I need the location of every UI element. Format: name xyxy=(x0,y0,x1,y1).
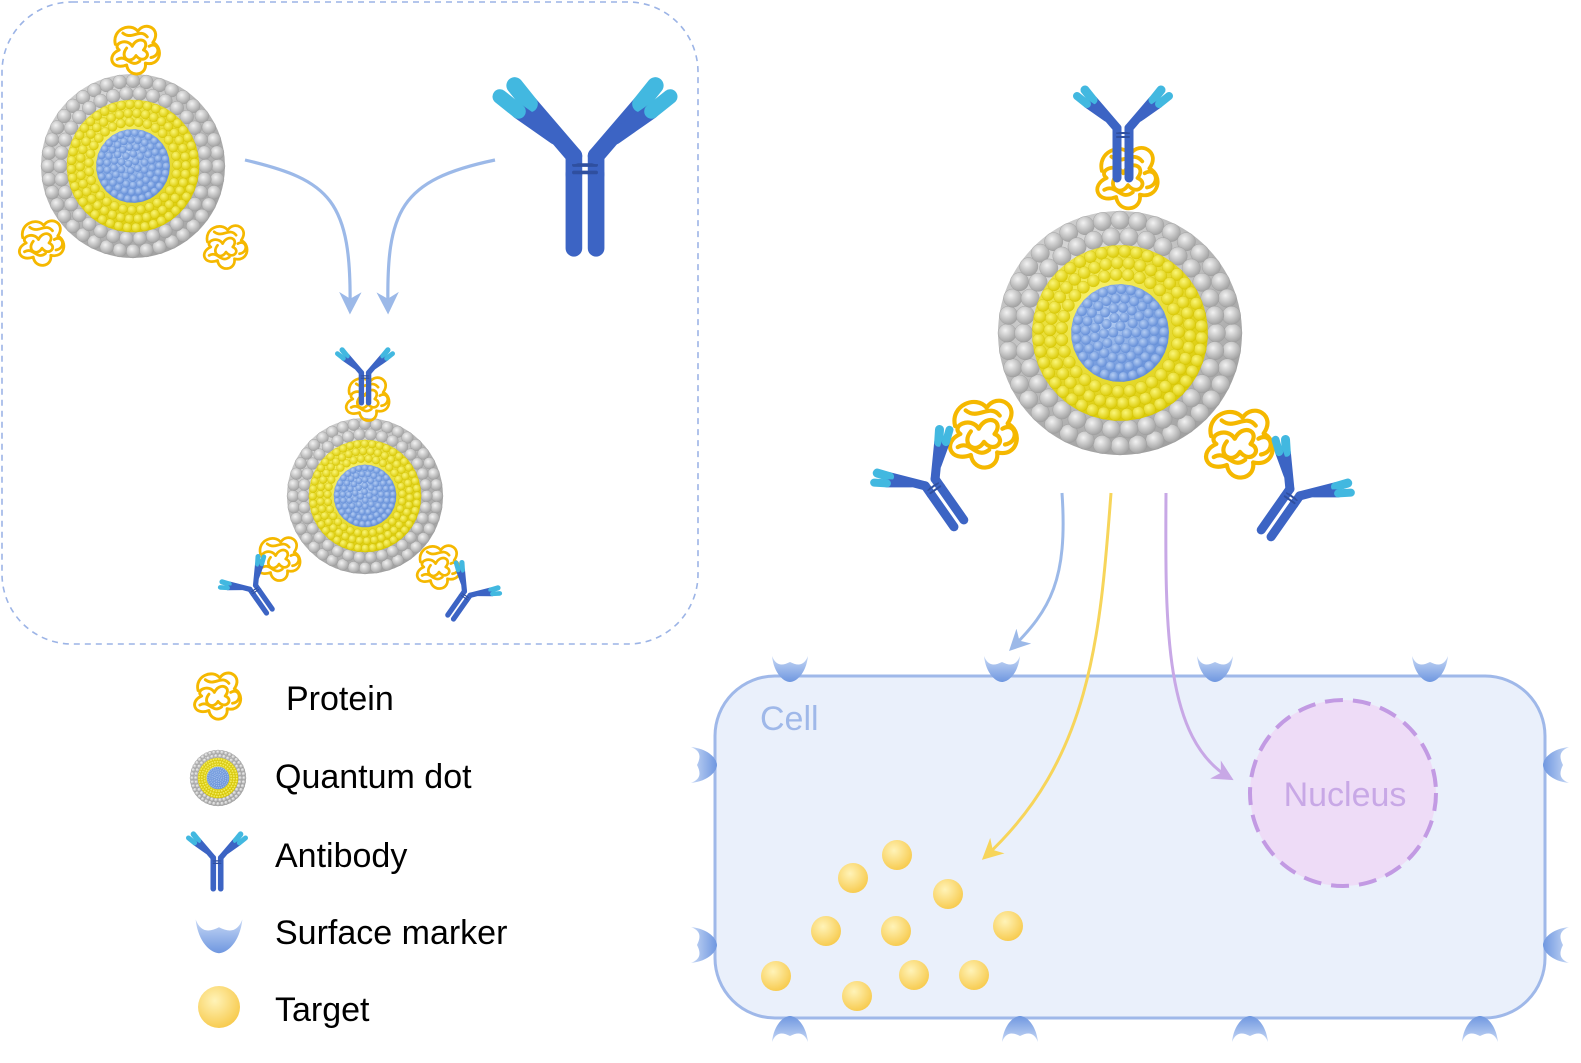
quantum-dot-conjugated xyxy=(286,417,444,575)
antibody-icon xyxy=(429,560,502,632)
protein-icon xyxy=(193,671,243,721)
target-particle xyxy=(842,981,872,1011)
protein-icon xyxy=(110,24,161,76)
arrow-to-surface-marker xyxy=(1009,492,1065,651)
protein-icon xyxy=(17,219,66,267)
antibody-icon xyxy=(1077,90,1169,178)
target-particle xyxy=(993,911,1023,941)
nucleus-label: Nucleus xyxy=(1284,776,1407,814)
target-icon xyxy=(198,986,240,1028)
legend: Protein Quantum dot Antibody Surface mar… xyxy=(188,671,507,1029)
legend-label-antibody: Antibody xyxy=(275,837,407,875)
surface-marker-icon xyxy=(1543,927,1569,963)
surface-marker-icon xyxy=(1462,1016,1498,1042)
target-particle xyxy=(881,916,911,946)
target-particle xyxy=(899,960,929,990)
surface-marker-icon xyxy=(1232,1016,1268,1042)
antibody-icon xyxy=(500,86,670,249)
surface-marker-icon xyxy=(195,919,243,954)
surface-marker-icon xyxy=(772,1016,808,1042)
antibody-icon xyxy=(871,425,997,550)
antibody-icon xyxy=(188,834,245,889)
targets xyxy=(761,840,1023,1011)
arrow-to-nucleus xyxy=(1164,492,1234,781)
target-particle xyxy=(933,879,963,909)
arrow-antibody-to-conjugate xyxy=(376,158,496,315)
nucleus xyxy=(1248,698,1438,888)
legend-label-protein: Protein xyxy=(286,680,394,718)
arrow-to-target xyxy=(981,492,1113,860)
cell-label: Cell xyxy=(760,700,819,738)
protein-icon xyxy=(950,401,1017,468)
surface-marker-icon xyxy=(1543,747,1569,783)
protein-icon xyxy=(1206,411,1273,478)
target-particle xyxy=(811,916,841,946)
quantum-dot-conjugated-large xyxy=(997,210,1243,456)
target-particle xyxy=(959,960,989,990)
antibody-icon xyxy=(1228,435,1354,560)
target-particle xyxy=(882,840,912,870)
quantum-dot-unconjugated xyxy=(40,73,226,259)
surface-marker-icon xyxy=(691,747,717,783)
legend-label-surface-marker: Surface marker xyxy=(275,914,507,952)
arrow-qd-to-conjugate xyxy=(244,158,362,315)
target-particle xyxy=(761,961,791,991)
protein-icon xyxy=(415,544,462,591)
surface-marker-icon xyxy=(1002,1016,1038,1042)
protein-icon xyxy=(202,224,249,271)
quantum-dot-icon xyxy=(189,749,247,807)
legend-label-target: Target xyxy=(275,991,370,1029)
surface-marker-icon xyxy=(691,927,717,963)
legend-label-quantum-dot: Quantum dot xyxy=(275,758,472,796)
conjugation-panel xyxy=(1,1,699,645)
target-particle xyxy=(838,863,868,893)
